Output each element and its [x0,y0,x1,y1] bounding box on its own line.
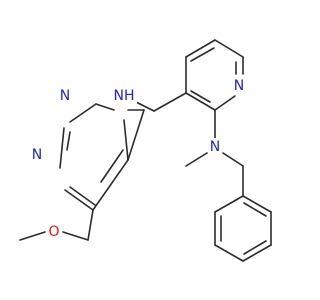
bond [190,90,211,103]
tertiary-amine-n-label: N [210,139,220,155]
bond [87,209,94,241]
bond [69,103,97,123]
molecule-structure: NH N N N N O [19,39,272,262]
bond [185,39,216,58]
bond [214,95,236,111]
bond [185,92,216,111]
bond [64,189,94,211]
bonds [19,39,272,262]
bond [222,152,244,167]
bond [92,159,129,211]
bond [242,244,272,262]
atom-labels: NH N N N N O [30,77,246,241]
bond [214,39,244,58]
bond [69,186,96,206]
pyrimidine-n-lower-label: N [32,147,42,163]
pyridine-n-label: N [234,78,244,94]
bond [190,47,215,62]
bond [214,195,244,213]
bond [66,131,71,151]
bond [19,231,46,241]
bond [214,244,244,262]
bond [153,92,187,112]
bond [135,101,155,112]
bond [127,109,145,161]
bond [59,127,65,169]
ether-o-label: O [48,224,59,240]
bond [62,231,89,241]
bond [95,103,115,111]
bond [123,119,129,161]
molecule-canvas: NH N N N N O [19,39,272,262]
bond [243,240,267,255]
bond [242,195,272,213]
bond [185,152,208,167]
bond [100,149,124,183]
pyrimidine-n-upper-label: N [60,88,70,104]
bond [243,202,267,217]
amine-nh-label: NH [114,88,135,104]
